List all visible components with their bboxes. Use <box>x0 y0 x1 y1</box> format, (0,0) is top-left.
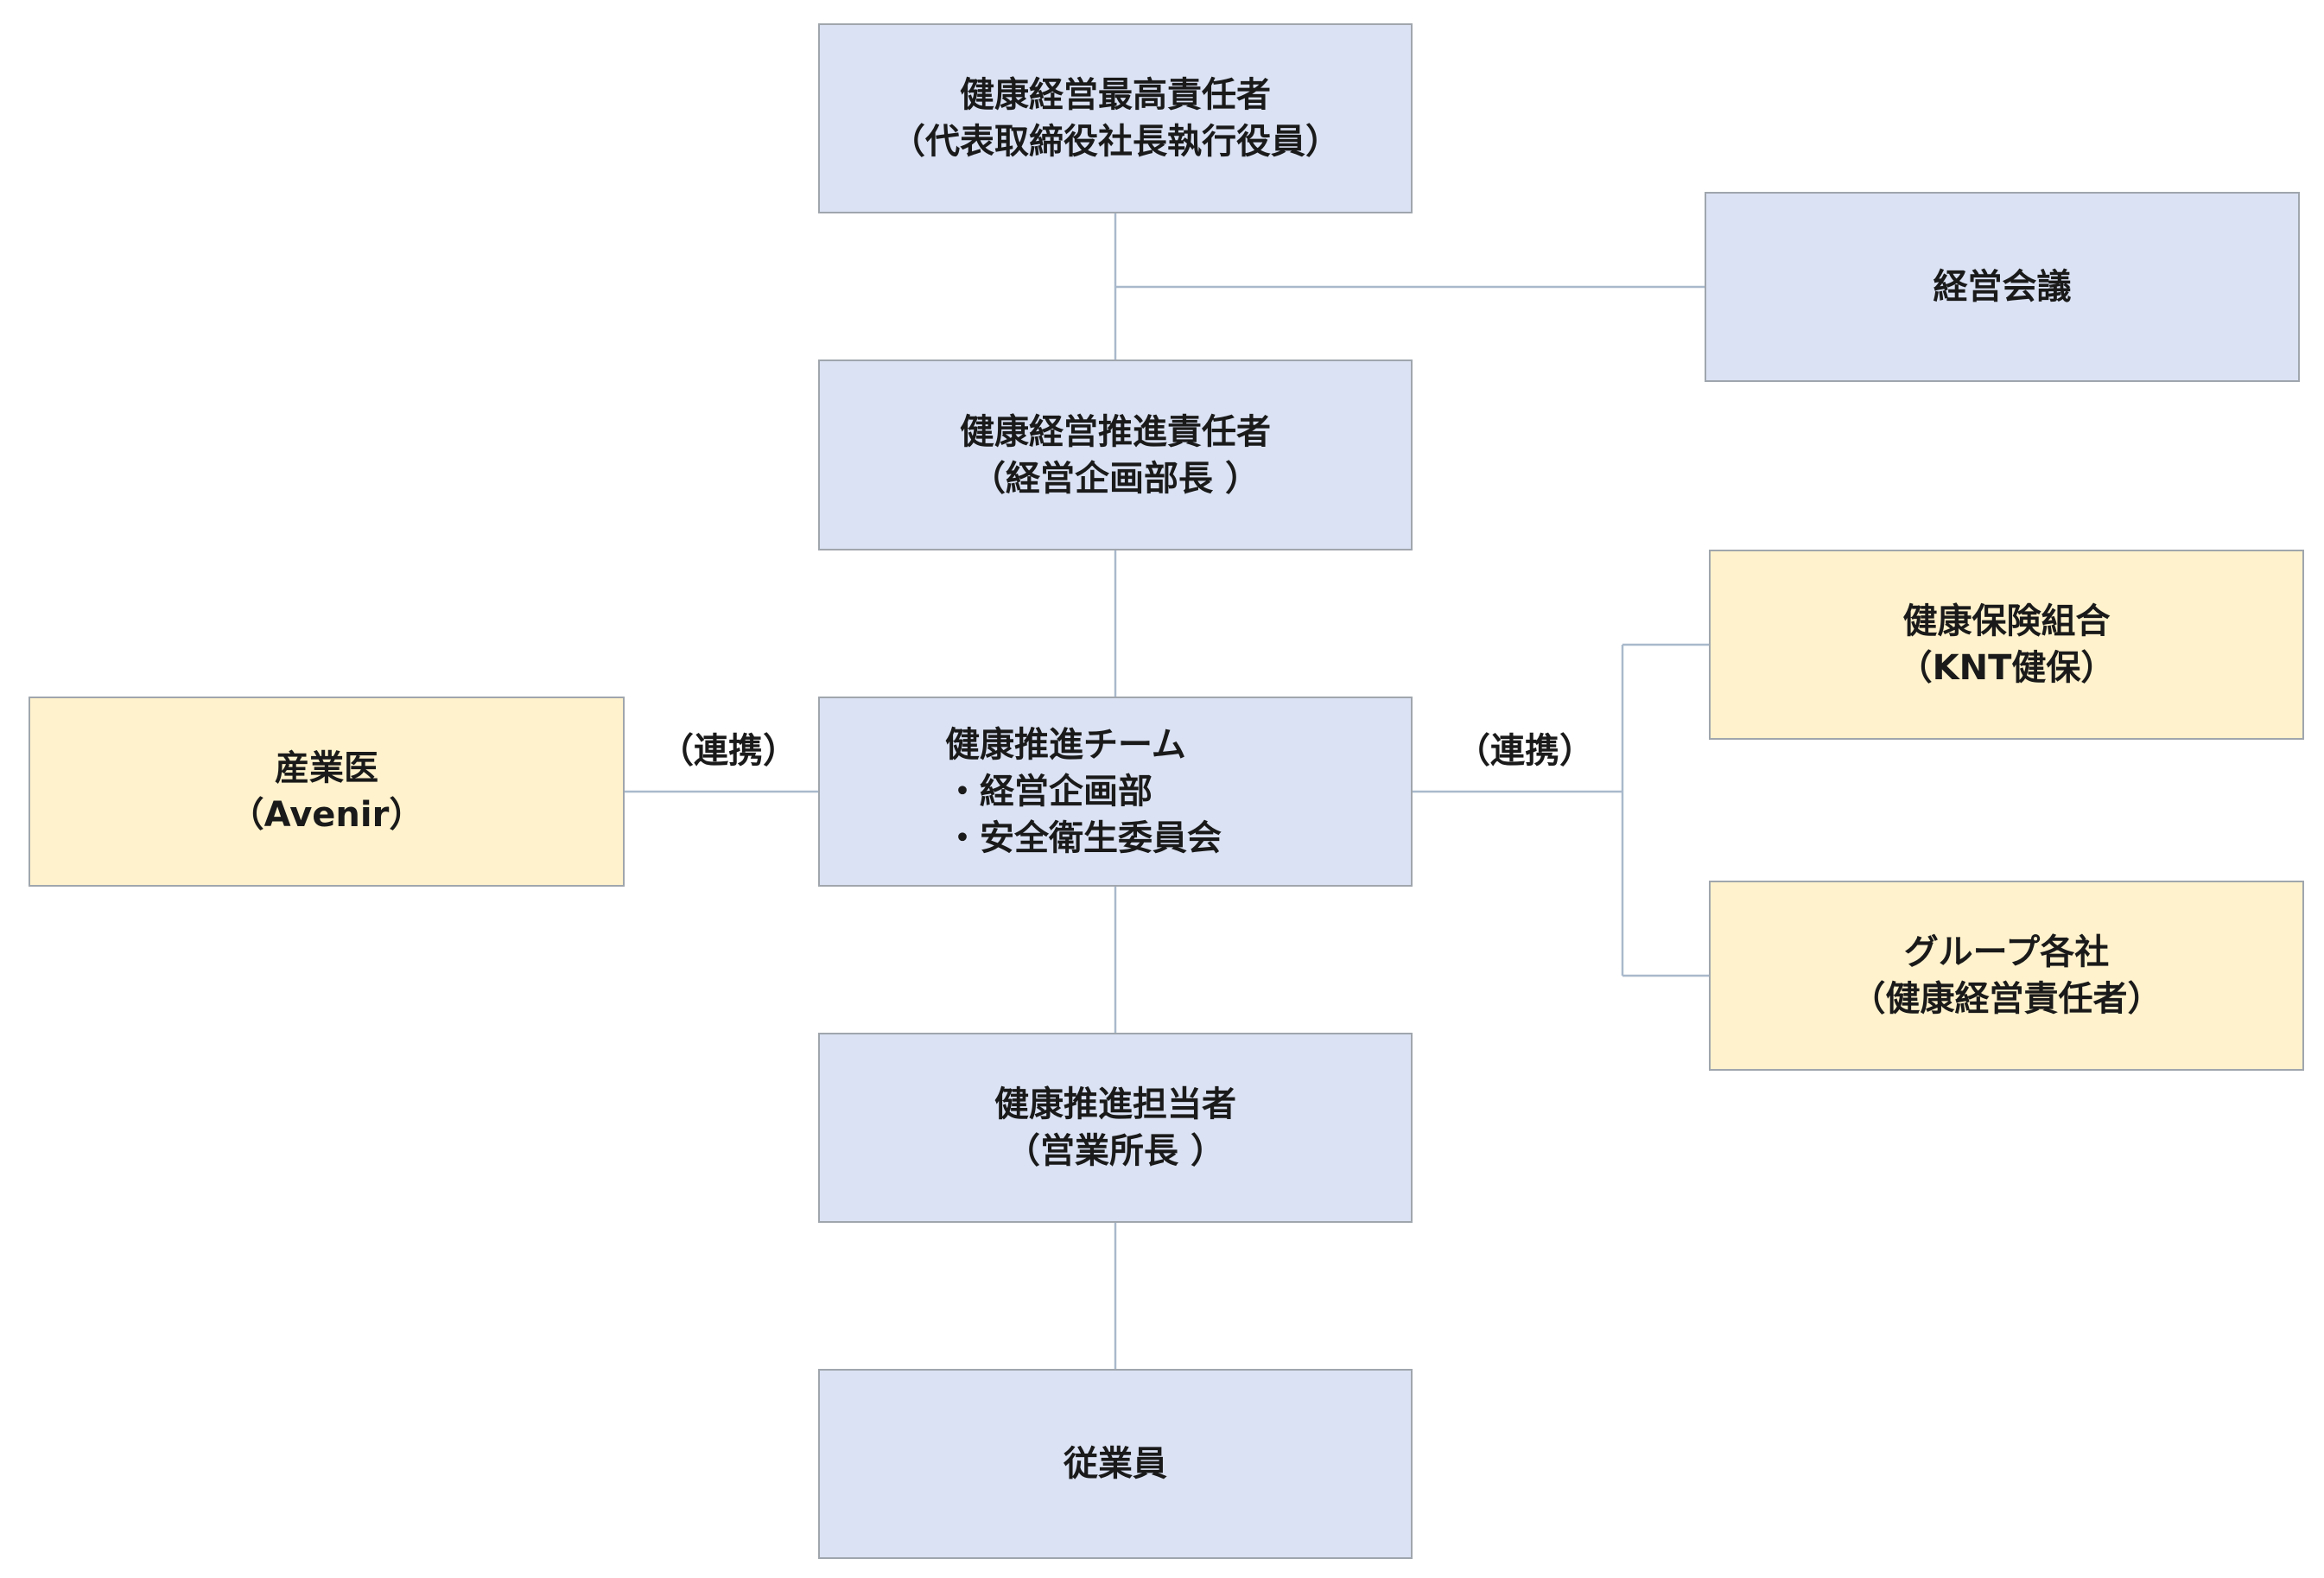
promotion-manager-subtitle: （経営企画部長 ） <box>971 458 1260 499</box>
employees-box: 従業員 <box>818 1369 1413 1559</box>
ceo-box: 健康経営最高責任者 （代表取締役社長執行役員） <box>818 23 1413 213</box>
promotion-manager-title: 健康経営推進責任者 <box>960 411 1271 452</box>
group-companies-title: グループ各社 <box>1903 932 2110 972</box>
health-promotion-staff-title: 健康推進担当者 <box>994 1085 1236 1124</box>
health-promotion-team-box: 健康推進チーム ・経営企画部 ・安全衛生委員会 <box>818 697 1413 887</box>
promotion-manager-box: 健康経営推進責任者 （経営企画部長 ） <box>818 360 1413 550</box>
health-insurance-subtitle: （KNT健保） <box>1897 648 2116 688</box>
team-member-safety-committee: ・安全衛生委員会 <box>945 818 1222 858</box>
industrial-physician-subtitle: （Avenir） <box>229 795 424 835</box>
industrial-physician-title: 産業医 <box>275 748 378 788</box>
group-companies-box: グループ各社 （健康経営責任者） <box>1709 881 2304 1071</box>
collaboration-label-right: （連携） <box>1456 731 1594 771</box>
ceo-title: 健康経営最高責任者 <box>960 75 1271 115</box>
management-meeting-box: 経営会議 <box>1705 192 2300 382</box>
health-promotion-team-title: 健康推進チーム <box>945 725 1186 765</box>
health-promotion-staff-subtitle: （営業所長 ） <box>1006 1131 1225 1171</box>
team-member-planning: ・経営企画部 <box>945 772 1152 811</box>
ceo-subtitle: （代表取締役社長執行役員） <box>891 122 1340 162</box>
health-insurance-box: 健康保険組合 （KNT健保） <box>1709 550 2304 740</box>
group-companies-subtitle: （健康経営責任者） <box>1851 979 2162 1019</box>
health-insurance-title: 健康保険組合 <box>1902 601 2111 641</box>
management-meeting-title: 経営会議 <box>1933 267 2072 307</box>
collaboration-label-left: （連携） <box>659 731 797 771</box>
industrial-physician-box: 産業医 （Avenir） <box>29 697 625 887</box>
employees-title: 従業員 <box>1064 1444 1167 1484</box>
health-promotion-staff-box: 健康推進担当者 （営業所長 ） <box>818 1033 1413 1223</box>
